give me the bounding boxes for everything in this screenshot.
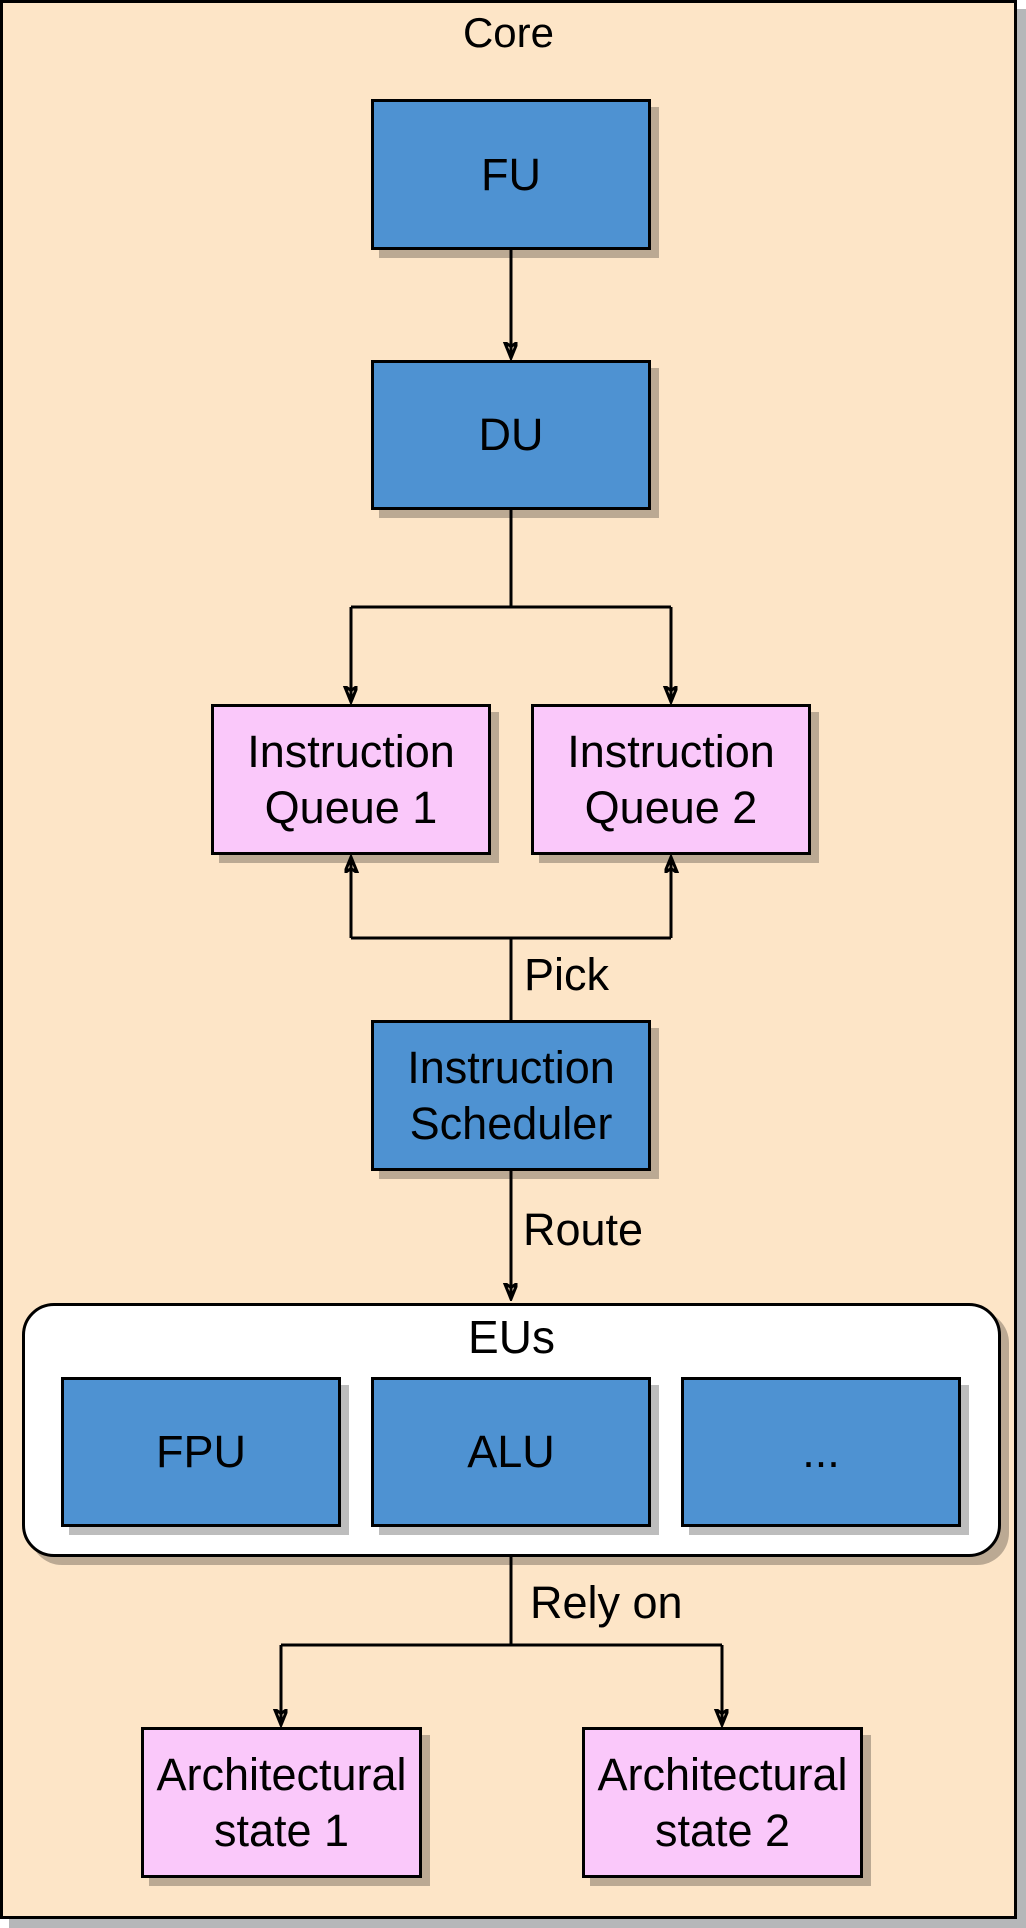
edge-pick-fork	[351, 936, 671, 1020]
route-edge-label: Route	[523, 1204, 644, 1255]
more-units-node: ...	[681, 1377, 961, 1527]
alu-node: ALU	[371, 1377, 651, 1527]
instruction-queue-1-node: Instruction Queue 1	[211, 704, 491, 855]
instruction-scheduler-node: Instruction Scheduler	[371, 1020, 651, 1171]
fpu-node: FPU	[61, 1377, 341, 1527]
rely-on-edge-label: Rely on	[530, 1577, 683, 1628]
du-node: DU	[371, 360, 651, 510]
eus-group-label: EUs	[468, 1311, 555, 1363]
instruction-queue-2-node: Instruction Queue 2	[531, 704, 811, 855]
architectural-state-2-node: Architectural state 2	[582, 1727, 863, 1878]
architectural-state-1-node: Architectural state 1	[141, 1727, 422, 1878]
pick-edge-label: Pick	[524, 949, 610, 1000]
fu-node: FU	[371, 99, 651, 250]
connector-overlay	[3, 250, 1014, 1916]
edge-du-fork	[351, 510, 671, 609]
core-title: Core	[462, 9, 555, 56]
